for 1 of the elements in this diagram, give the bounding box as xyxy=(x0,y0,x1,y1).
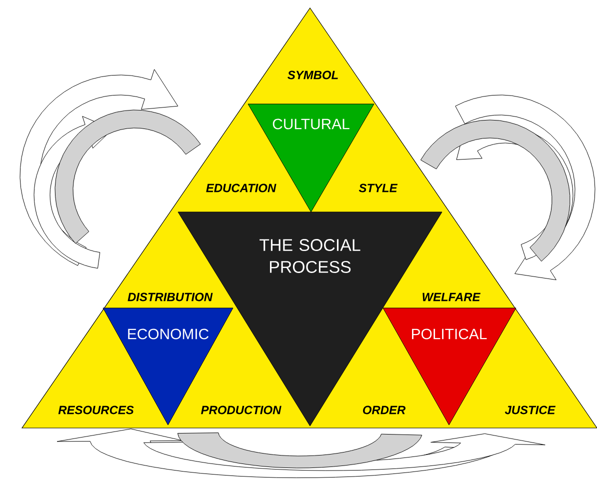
term-label: SYMBOL xyxy=(288,70,338,80)
